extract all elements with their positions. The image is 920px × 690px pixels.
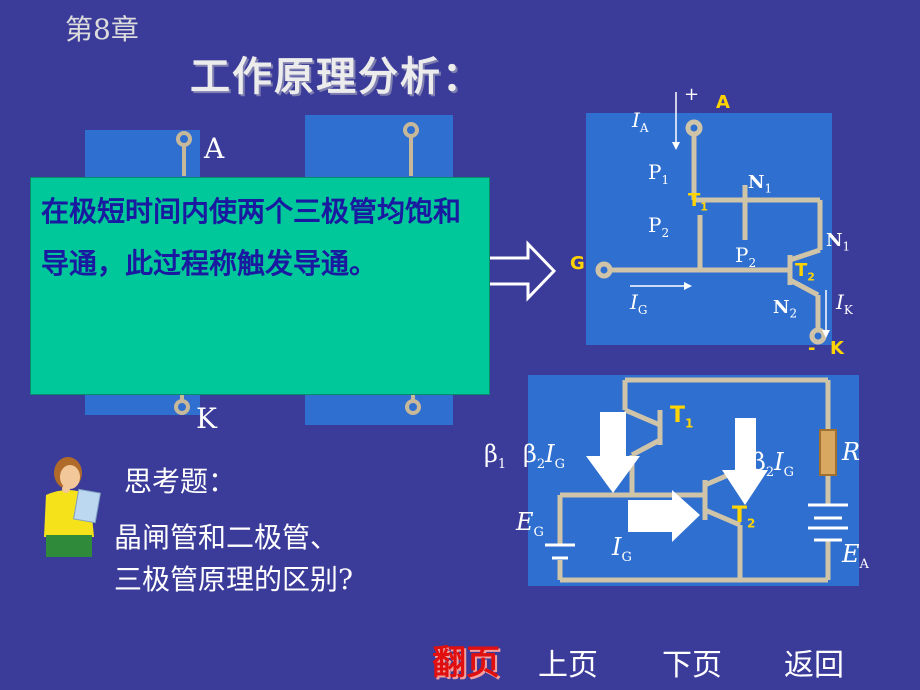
t2-label: T2	[795, 260, 815, 284]
right-arrow-icon	[490, 240, 557, 302]
prev-page-button[interactable]: 上页	[538, 648, 598, 683]
top-right-diagram-panel	[586, 113, 832, 345]
cathode-label: K	[196, 402, 217, 435]
ia-label: IA	[632, 108, 649, 135]
resistor-label: R	[842, 438, 861, 466]
plus-sign: +	[684, 84, 700, 105]
chapter-label: 第8章	[65, 13, 139, 46]
question-title: 思考题：	[124, 465, 237, 498]
flip-page-label: 翻页	[432, 643, 500, 683]
p2-label: P2	[648, 213, 670, 240]
beta2-ig-right-label: β2IG	[752, 448, 795, 480]
question-line-1: 晶闸管和二极管、	[114, 521, 339, 554]
ea-label: EA	[842, 540, 869, 572]
beta1-label: β1	[484, 440, 507, 472]
eg-label: EG	[516, 508, 544, 540]
callout-text: 在极短时间内使两个三极管均饱和导通，此过程称触发导通。	[41, 195, 462, 280]
p1-label: P1	[648, 160, 670, 187]
gate-terminal-label: G	[570, 253, 585, 274]
callout-box: 在极短时间内使两个三极管均饱和导通，此过程称触发导通。	[30, 177, 490, 395]
p2b-label: P2	[735, 243, 757, 270]
next-page-button[interactable]: 下页	[662, 648, 722, 683]
down-arrow-icon	[586, 412, 640, 493]
back-button[interactable]: 返回	[784, 648, 844, 683]
anode-terminal-label: A	[716, 92, 730, 113]
down-arrow-icon-2	[722, 418, 768, 505]
thinking-person-icon	[44, 457, 102, 557]
ik-label: IK	[836, 290, 853, 317]
cathode-terminal-label: K	[830, 338, 844, 359]
bottom-ig-label: IG	[612, 533, 632, 565]
ig-label: IG	[630, 290, 648, 317]
question-line-2: 三极管原理的区别?	[114, 563, 354, 596]
minus-sign: -	[808, 338, 816, 359]
anode-label: A	[204, 132, 225, 165]
right-arrow-icon-2	[628, 490, 700, 542]
t1-label: T1	[688, 190, 708, 214]
n1b-label: N1	[826, 230, 851, 254]
bottom-right-diagram-panel	[528, 375, 859, 586]
bottom-t2-label: T2	[732, 503, 756, 531]
beta2-ig-label: β2IG	[523, 440, 566, 472]
page-title: 工作原理分析：	[190, 53, 484, 100]
n1-label: N1	[748, 172, 773, 196]
bottom-t1-label: T1	[670, 403, 694, 431]
n2-label: N2	[773, 297, 798, 321]
